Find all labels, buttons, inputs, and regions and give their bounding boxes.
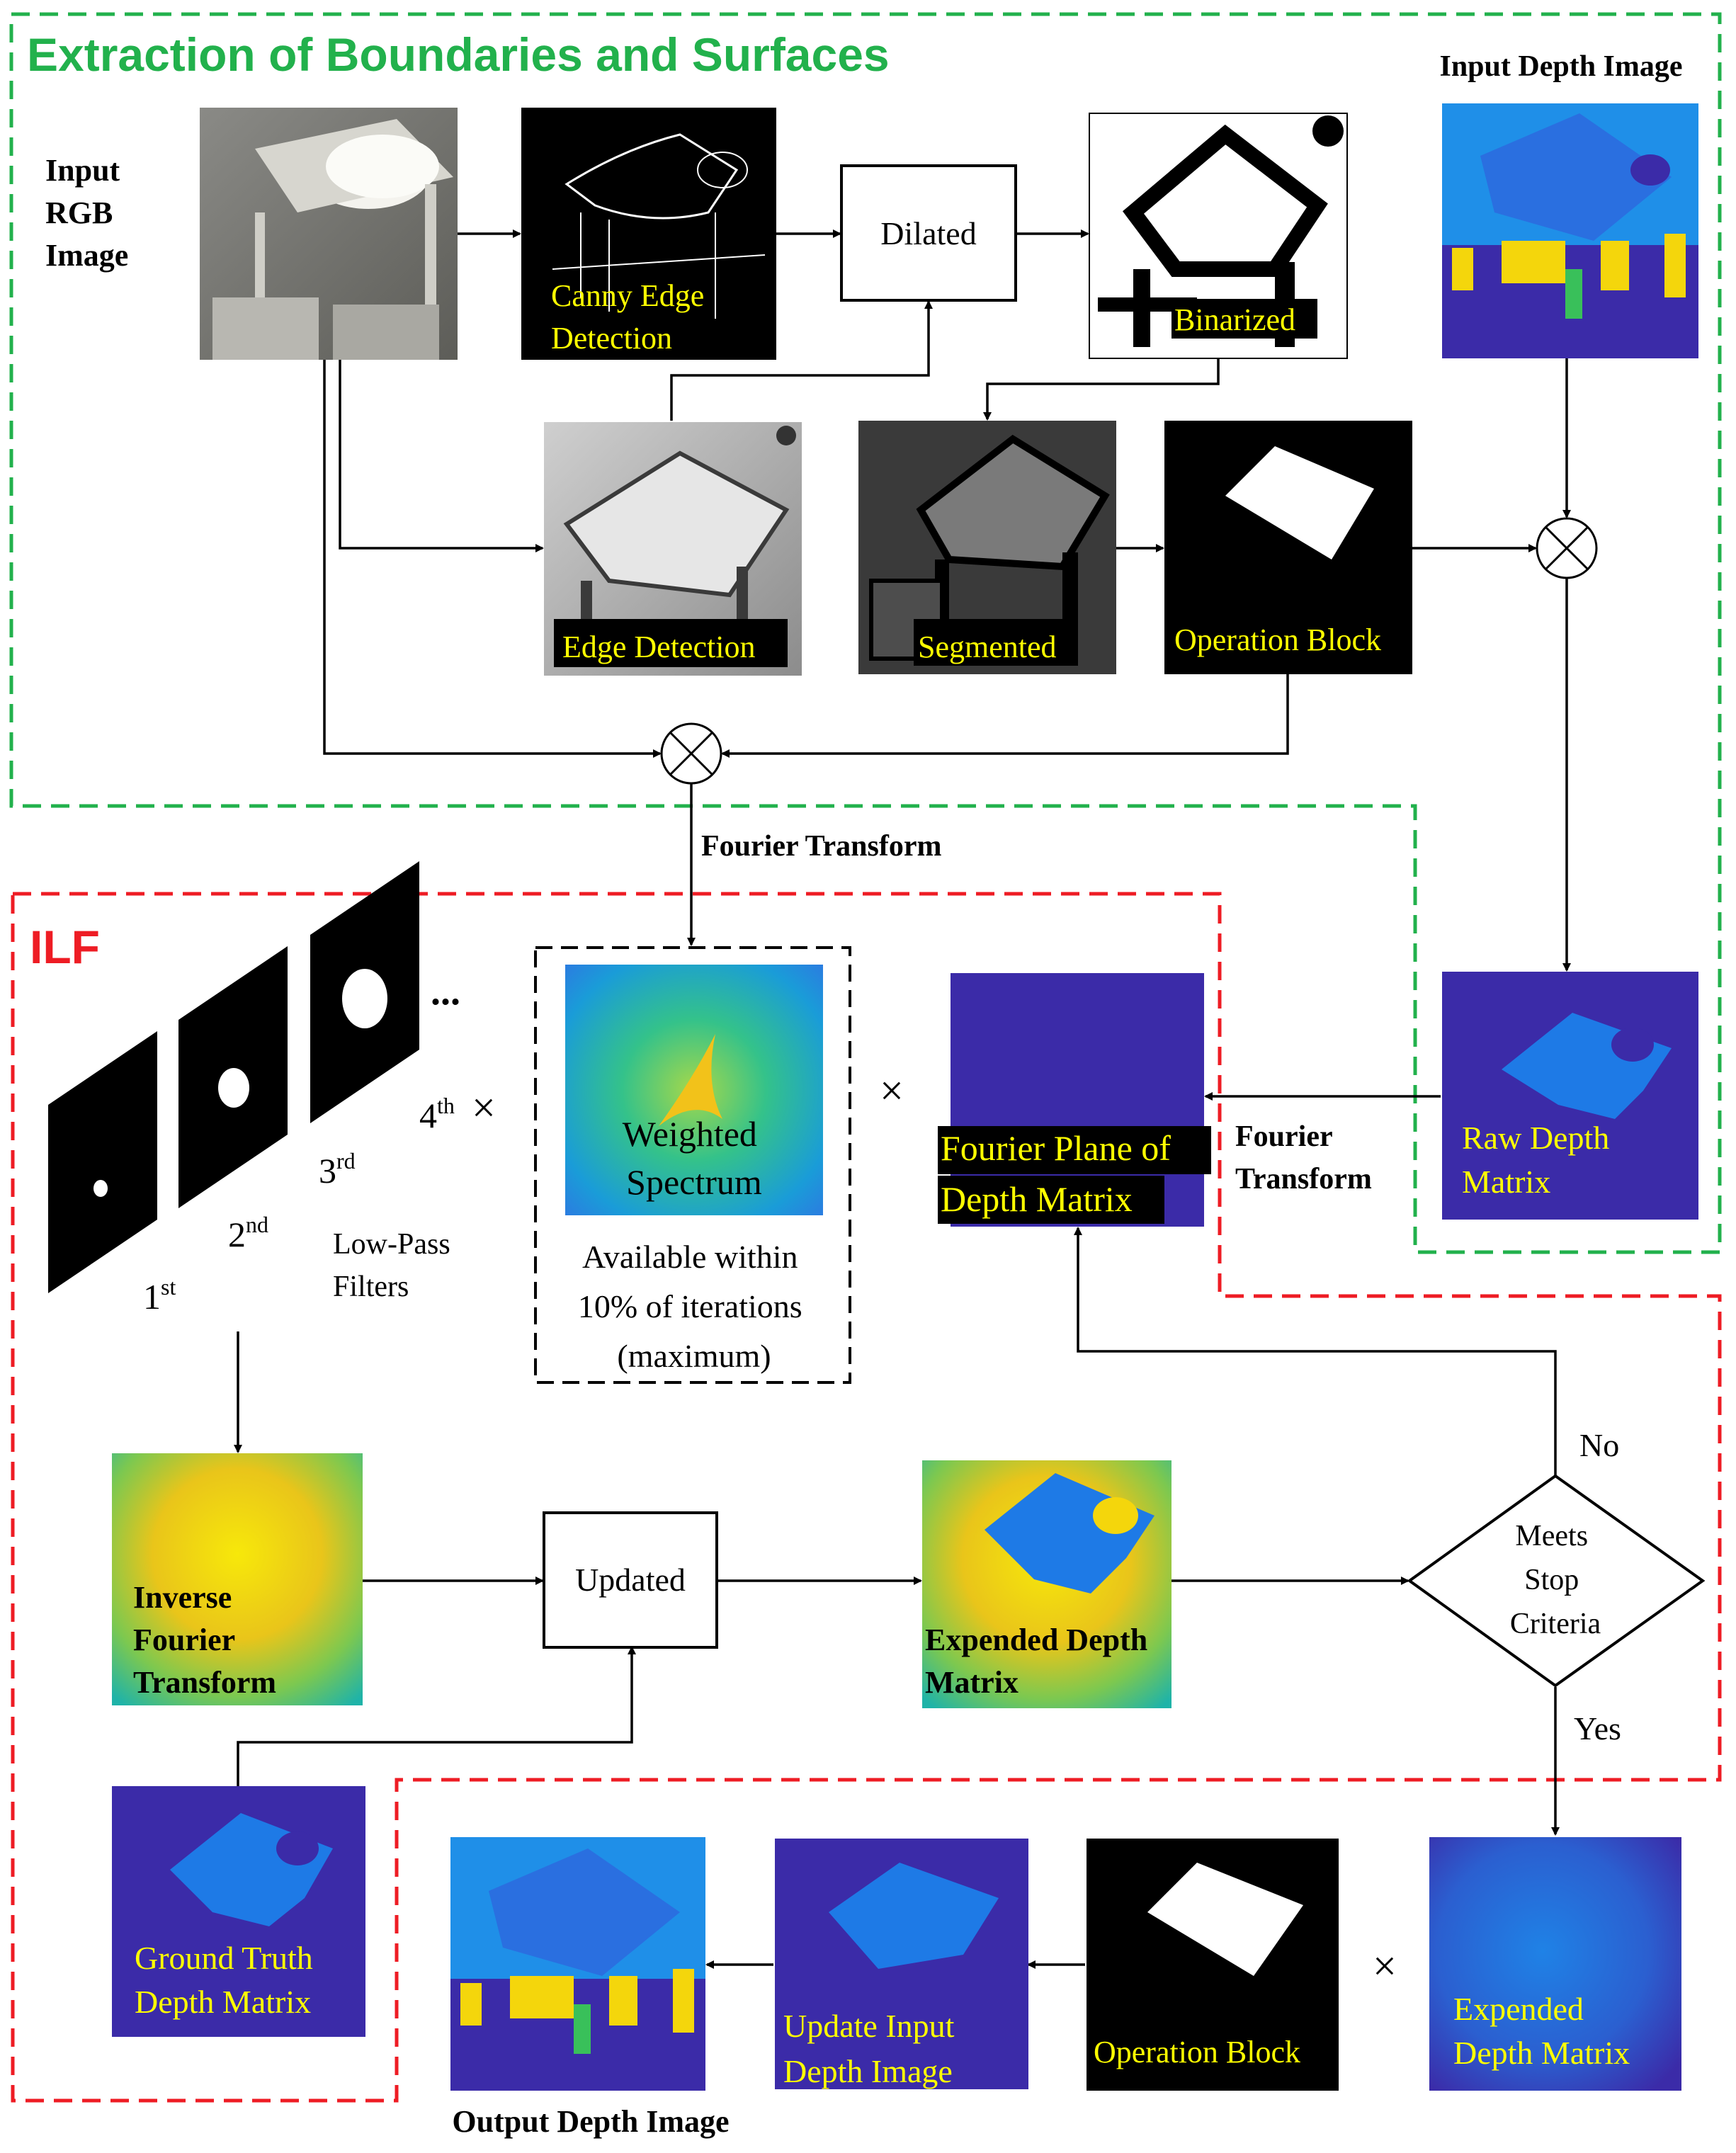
- canny-edge-label: Canny Edge Detection: [551, 278, 712, 356]
- update-input-depth-image: Update Input Depth Image: [775, 1839, 1028, 2089]
- ilf-region-border: [11, 892, 1722, 2103]
- raw-depth-matrix-image: Raw Depth Matrix: [1442, 972, 1698, 1220]
- dilated-box: [840, 164, 1017, 302]
- update-input-label: Update Input Depth Image: [783, 2008, 963, 2089]
- expended-depth-bottom-image: Expended Depth Matrix: [1429, 1837, 1681, 2091]
- yes-label: Yes: [1574, 1710, 1621, 1746]
- ground-truth-label: Ground Truth Depth Matrix: [135, 1940, 321, 2020]
- available-iterations-label: Available within 10% of iterations (maxi…: [578, 1239, 810, 1374]
- weighted-spectrum-image: Weighted Spectrum: [565, 965, 823, 1215]
- times-sign-filters: ×: [472, 1084, 496, 1131]
- expended-depth-bottom-label: Expended Depth Matrix: [1453, 1991, 1630, 2071]
- inverse-fourier-label: Inverse Fourier Transform: [133, 1580, 276, 1700]
- ellipsis: ...: [431, 970, 460, 1013]
- multiply-node-center: [660, 722, 722, 785]
- filter-sheet-4: [309, 858, 418, 1120]
- segmented-label: Segmented: [918, 630, 1057, 664]
- weighted-spectrum-label: Weighted Spectrum: [623, 1114, 766, 1202]
- canny-edge-image: Canny Edge Detection: [521, 108, 776, 360]
- binarized-image: Binarized: [1089, 113, 1348, 359]
- operation-block-top-image: Operation Block: [1164, 421, 1412, 674]
- filter-ordinal-1: 1st: [143, 1274, 176, 1317]
- operation-block-top-label: Operation Block: [1174, 623, 1381, 657]
- multiply-node-top-right: [1536, 517, 1598, 579]
- updated-label: Updated: [575, 1562, 686, 1598]
- raw-depth-label: Raw Depth Matrix: [1462, 1120, 1618, 1200]
- stop-criteria-label: Meets Stop Criteria: [1510, 1520, 1601, 1640]
- segmented-image: Segmented: [858, 421, 1116, 674]
- stop-criteria-diamond: [1407, 1474, 1706, 1688]
- edge-detection-label: Edge Detection: [562, 630, 755, 664]
- ilf-section-title: ILF: [30, 921, 100, 973]
- times-sign-bottom: ×: [1373, 1943, 1397, 1989]
- extraction-region-border: [9, 12, 1722, 1254]
- times-sign-spectrum: ×: [880, 1067, 904, 1114]
- expended-depth-mid-image: Expended Depth Matrix: [922, 1460, 1171, 1708]
- updated-box: [543, 1511, 718, 1649]
- expended-depth-mid-label: Expended Depth Matrix: [925, 1623, 1155, 1700]
- input-depth-image: [1442, 103, 1698, 358]
- fourier-plane-image: Fourier Plane of Depth Matrix: [938, 973, 1211, 1227]
- output-depth-label: Output Depth Image: [452, 2104, 729, 2139]
- weighted-spectrum-region-border: [534, 946, 851, 1384]
- edge-detection-image: Edge Detection: [544, 422, 802, 676]
- low-pass-filters-label: Low-Pass Filters: [333, 1228, 458, 1303]
- no-label: No: [1579, 1427, 1619, 1463]
- input-depth-label: Input Depth Image: [1439, 50, 1682, 83]
- filter-ordinal-2: 2nd: [228, 1212, 268, 1254]
- filter-ordinal-3: 3rd: [319, 1148, 356, 1191]
- fourier-transform-right-label: Fourier Transform: [1235, 1120, 1372, 1195]
- svg-text:...: ...: [431, 970, 460, 1013]
- top-connectors: [323, 229, 1571, 972]
- dilated-label: Dilated: [880, 215, 976, 251]
- extraction-section-title: Extraction of Boundaries and Surfaces: [27, 28, 890, 81]
- input-rgb-image: [200, 108, 458, 360]
- filter-ordinal-4: 4th: [419, 1093, 455, 1135]
- low-pass-filter-stack: [48, 861, 419, 1293]
- fourier-transform-top-label: Fourier Transform: [701, 830, 941, 863]
- ilf-connectors: [234, 1092, 1560, 1969]
- ground-truth-image: Ground Truth Depth Matrix: [112, 1786, 365, 2037]
- operation-block-bottom-image: Operation Block: [1087, 1839, 1339, 2091]
- fourier-plane-label: Fourier Plane of Depth Matrix: [941, 1128, 1179, 1219]
- inverse-fourier-image: Inverse Fourier Transform: [112, 1453, 363, 1705]
- input-rgb-label: Input RGB Image: [45, 153, 128, 273]
- operation-block-bottom-label: Operation Block: [1094, 2035, 1300, 2069]
- binarized-label: Binarized: [1174, 302, 1295, 337]
- output-depth-image: [450, 1837, 705, 2091]
